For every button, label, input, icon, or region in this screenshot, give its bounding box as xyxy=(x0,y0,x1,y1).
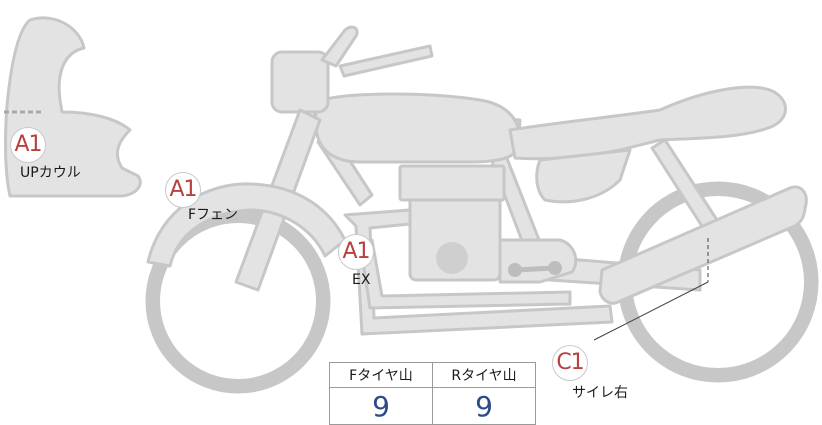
engine-cover xyxy=(436,242,468,274)
part-label-silencer-right: サイレ右 xyxy=(572,385,628,401)
silencer-leader-line xyxy=(593,281,709,341)
front-tread-value: 9 xyxy=(329,387,433,425)
damage-marker-front-fender[interactable]: A1 xyxy=(165,172,201,208)
front-tread-header: Fタイヤ山 xyxy=(329,362,433,388)
headlight xyxy=(270,50,330,114)
exhaust-pipe-lower xyxy=(343,208,614,336)
seat xyxy=(508,85,787,161)
part-label-front-fender: Fフェン xyxy=(188,207,239,223)
rear-tread-value: 9 xyxy=(432,387,536,425)
tire-tread-table: Fタイヤ山 Rタイヤ山 9 9 xyxy=(329,362,536,425)
handlebar xyxy=(320,25,359,68)
part-label-exhaust: EX xyxy=(352,272,371,288)
silencer xyxy=(598,185,808,305)
damage-marker-upper-cowl[interactable]: A1 xyxy=(10,127,46,163)
damage-marker-exhaust[interactable]: A1 xyxy=(338,234,374,270)
damage-marker-silencer-right[interactable]: C1 xyxy=(552,345,588,381)
side-cover xyxy=(535,148,632,204)
fuel-tank xyxy=(314,92,522,164)
engine-head xyxy=(398,164,506,202)
front-wheel xyxy=(145,208,331,394)
part-label-upper-cowl: UPカウル xyxy=(20,165,81,181)
footpeg xyxy=(508,261,562,277)
rear-tread-header: Rタイヤ山 xyxy=(432,362,536,388)
